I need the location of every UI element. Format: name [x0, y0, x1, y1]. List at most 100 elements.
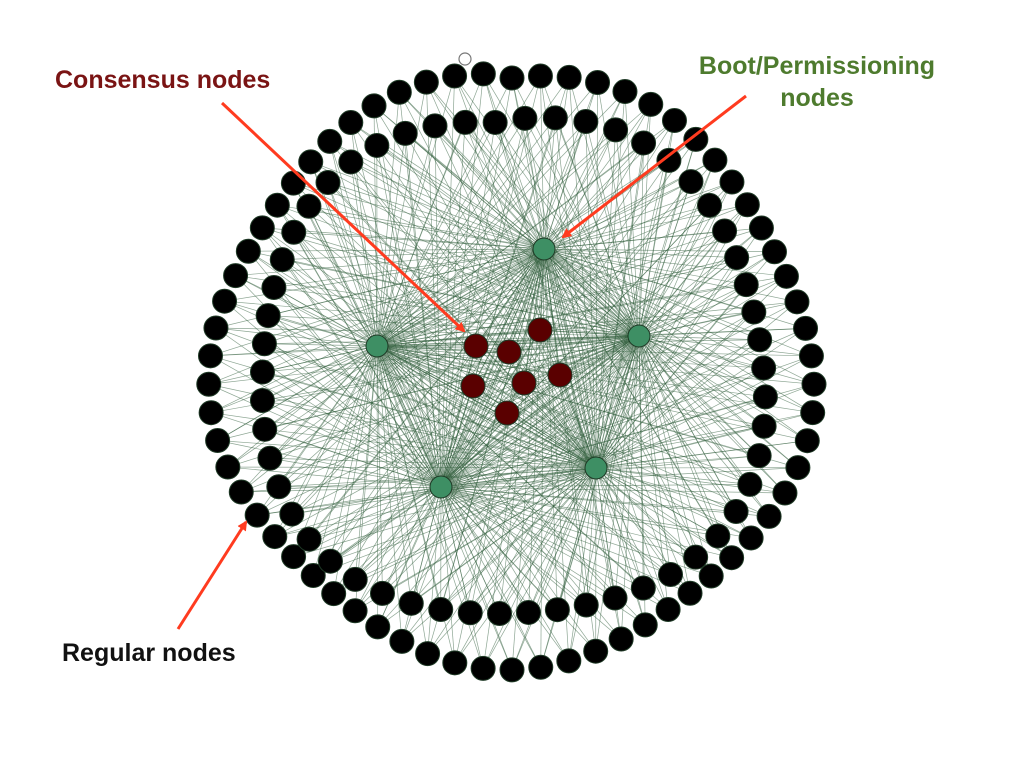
edge — [376, 345, 646, 626]
edge — [528, 335, 640, 613]
edge — [291, 486, 442, 515]
regular-node — [262, 524, 288, 550]
edge — [224, 300, 378, 347]
regular-node — [512, 105, 538, 131]
edge — [329, 141, 545, 250]
regular-node — [452, 109, 478, 135]
edge — [543, 248, 752, 539]
regular-node — [683, 126, 709, 152]
edge — [543, 117, 556, 250]
edge — [440, 486, 696, 558]
edge — [269, 457, 442, 488]
regular-node — [528, 654, 554, 680]
edge — [333, 467, 597, 594]
regular-node — [279, 501, 305, 527]
edge — [264, 343, 597, 469]
edge — [208, 383, 442, 488]
regular-node — [365, 614, 391, 640]
edge — [376, 121, 587, 347]
edge — [350, 161, 640, 337]
edge — [440, 204, 748, 488]
regular-node — [712, 218, 738, 244]
edge — [543, 104, 652, 250]
edge — [376, 145, 597, 469]
edge — [262, 248, 545, 373]
edge — [376, 345, 412, 604]
edge — [543, 91, 626, 250]
edge — [376, 345, 597, 469]
edge — [277, 204, 597, 469]
edge — [440, 227, 762, 488]
edge — [355, 467, 597, 580]
regular-node — [442, 63, 468, 89]
regular-node — [300, 563, 326, 589]
edge — [638, 335, 764, 369]
edge — [376, 329, 541, 347]
edge — [440, 425, 765, 488]
edge — [464, 122, 640, 337]
edge — [264, 335, 640, 345]
annotation-arrows — [176, 94, 747, 630]
edge — [539, 329, 640, 337]
regular-node — [422, 113, 448, 139]
regular-node — [608, 626, 634, 652]
edge — [595, 455, 760, 469]
edge — [268, 315, 597, 469]
edge — [440, 122, 466, 488]
edge — [410, 486, 442, 604]
edge — [469, 467, 597, 613]
regular-node — [296, 193, 322, 219]
edge — [293, 182, 545, 250]
edge — [440, 486, 691, 594]
edge — [595, 467, 718, 537]
edge — [376, 345, 383, 594]
edge — [440, 412, 508, 488]
edge — [440, 335, 640, 488]
regular-node — [315, 169, 341, 195]
regular-node — [705, 523, 731, 549]
edge — [354, 248, 545, 580]
regular-arrow-icon — [176, 520, 248, 630]
edge — [440, 486, 737, 512]
edge — [440, 301, 798, 488]
edge — [264, 343, 378, 347]
edge — [638, 160, 670, 337]
edge — [440, 181, 692, 488]
regular-node — [573, 109, 599, 135]
edge — [227, 248, 545, 468]
edge — [595, 230, 725, 469]
regular-node — [281, 544, 307, 570]
edge — [440, 205, 710, 488]
consensus-node — [547, 362, 573, 388]
regular-node — [746, 443, 772, 469]
edge — [638, 335, 751, 485]
edge — [410, 248, 545, 604]
edge — [595, 467, 737, 512]
edge — [523, 382, 597, 469]
edge — [543, 248, 719, 537]
boot-label-line-2: nodes — [780, 84, 854, 112]
edge — [543, 248, 787, 277]
edge — [638, 335, 760, 341]
regular-node — [724, 245, 750, 271]
edge — [264, 248, 545, 430]
regular-node — [602, 585, 628, 611]
edge — [482, 467, 597, 669]
edge — [401, 335, 640, 642]
regular-node — [442, 650, 468, 676]
edge — [277, 204, 545, 250]
edge — [376, 77, 570, 347]
regular-node — [801, 371, 827, 397]
edge — [638, 335, 760, 456]
edge — [227, 466, 442, 488]
consensus-nodes-label: Consensus nodes — [55, 66, 271, 94]
regular-node — [338, 110, 364, 136]
regular-node — [516, 599, 542, 625]
regular-node — [585, 69, 611, 95]
hollow-node-marker — [458, 52, 472, 66]
edge — [217, 345, 378, 441]
edge — [585, 467, 597, 606]
edge — [506, 412, 597, 469]
edge — [494, 122, 545, 250]
edge — [411, 467, 597, 604]
